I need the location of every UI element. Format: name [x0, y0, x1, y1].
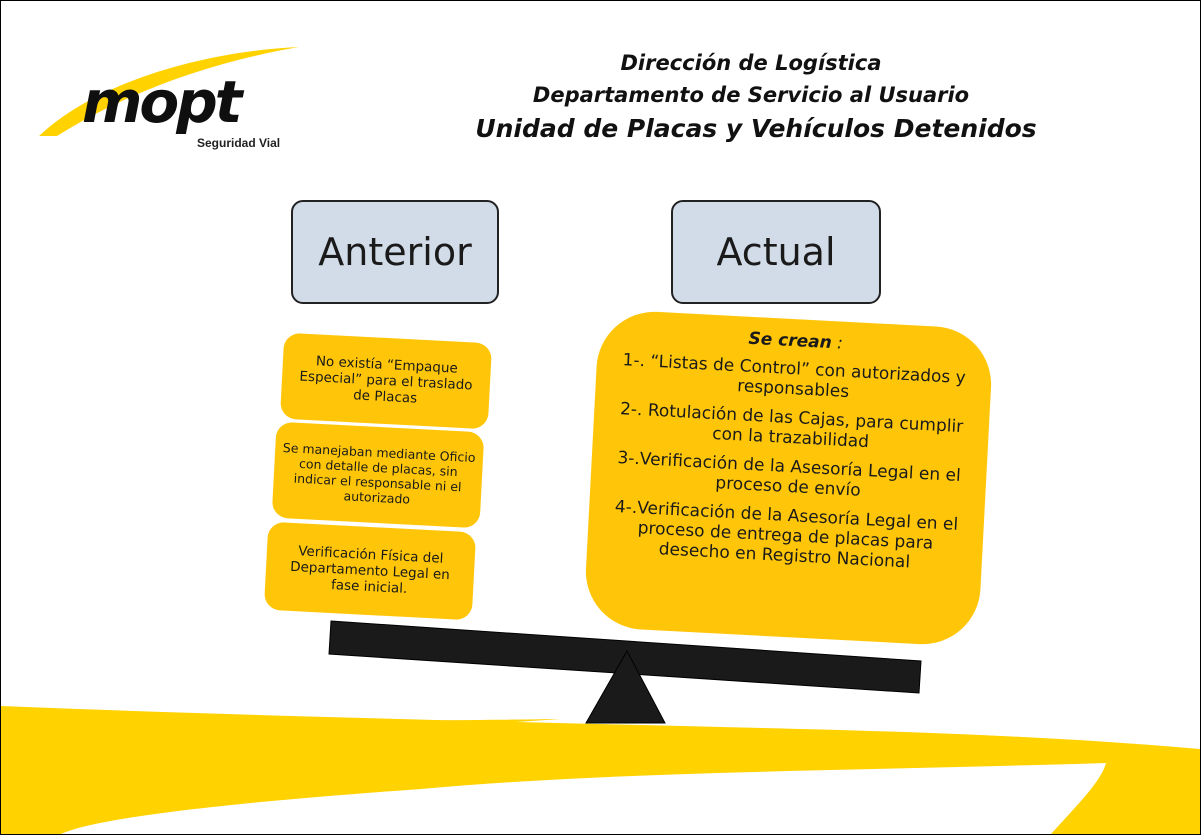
previous-item-2-text: Se manejaban mediante Oficio con detalle…	[282, 439, 476, 507]
current-title: Se crean :	[748, 329, 843, 354]
previous-item-3-text: Verificación Física del Departamento Leg…	[289, 543, 451, 597]
previous-item-1-text: No existía “Empaque Especial” para el tr…	[299, 353, 473, 407]
previous-item-1: No existía “Empaque Especial” para el tr…	[279, 332, 493, 430]
current-title-text: Se crean	[748, 328, 833, 354]
mopt-logo: mopt Seguridad Vial	[37, 41, 327, 161]
logo-wordmark: mopt	[82, 68, 243, 136]
balance-fulcrum	[585, 649, 666, 724]
header-line-1: Dirección de Logística	[620, 51, 882, 75]
header-line-3: Unidad de Placas y Vehículos Detenidos	[475, 114, 1037, 143]
logo-swoosh-icon	[39, 47, 299, 136]
anterior-label: Anterior	[291, 200, 499, 304]
header-line-2: Departamento de Servicio al Usuario	[532, 83, 970, 107]
logo-tagline: Seguridad Vial	[197, 136, 281, 150]
current-item-4: 4-.Verificación de la Asesoría Legal en …	[614, 496, 959, 573]
current-title-colon: :	[831, 333, 844, 354]
previous-item-2: Se manejaban mediante Oficio con detalle…	[271, 421, 485, 529]
previous-item-3: Verificación Física del Departamento Leg…	[263, 521, 477, 621]
current-changes-box: Se crean : 1-. “Listas de Control” con a…	[582, 308, 995, 648]
actual-label: Actual	[671, 200, 881, 304]
